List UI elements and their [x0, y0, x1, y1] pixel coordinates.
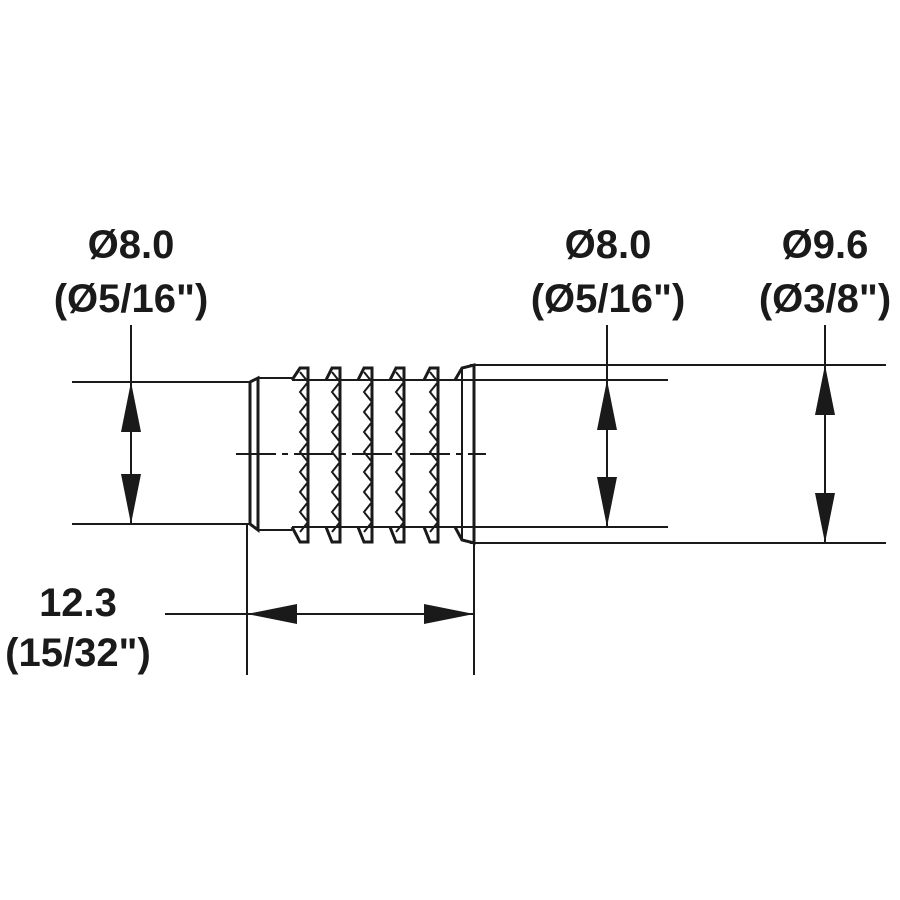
length-dimension [165, 525, 475, 675]
thread-knurl [298, 371, 310, 533]
outer-arrow-down [815, 493, 835, 543]
outer-diameter-metric-label: Ø9.6 [782, 223, 869, 267]
thread-knurl [428, 371, 440, 533]
outer-diameter-imperial-label: (Ø3/8") [759, 277, 891, 321]
right-diameter-imperial-label: (Ø5/16") [531, 277, 686, 321]
right-inner-arrow-down [597, 477, 617, 527]
left-diameter-imperial-label: (Ø5/16") [54, 277, 209, 321]
left-arrow-up [121, 382, 141, 432]
left-arrow-down [121, 474, 141, 524]
thread-knurl [362, 371, 374, 533]
length-metric-label: 12.3 [39, 581, 117, 625]
outer-arrow-up [815, 365, 835, 415]
left-diameter-metric-label: Ø8.0 [88, 223, 175, 267]
left-diameter-dimension [72, 325, 250, 525]
outer-diameter-dimension [470, 325, 886, 544]
length-imperial-label: (15/32") [5, 631, 151, 675]
right-inner-diameter-dimension [470, 325, 668, 528]
thread-knurl [394, 371, 406, 533]
right-inner-arrow-up [597, 380, 617, 430]
length-arrow-left [247, 604, 297, 624]
thread-knurl [330, 371, 342, 533]
length-arrow-right [424, 604, 474, 624]
right-diameter-metric-label: Ø8.0 [565, 223, 652, 267]
